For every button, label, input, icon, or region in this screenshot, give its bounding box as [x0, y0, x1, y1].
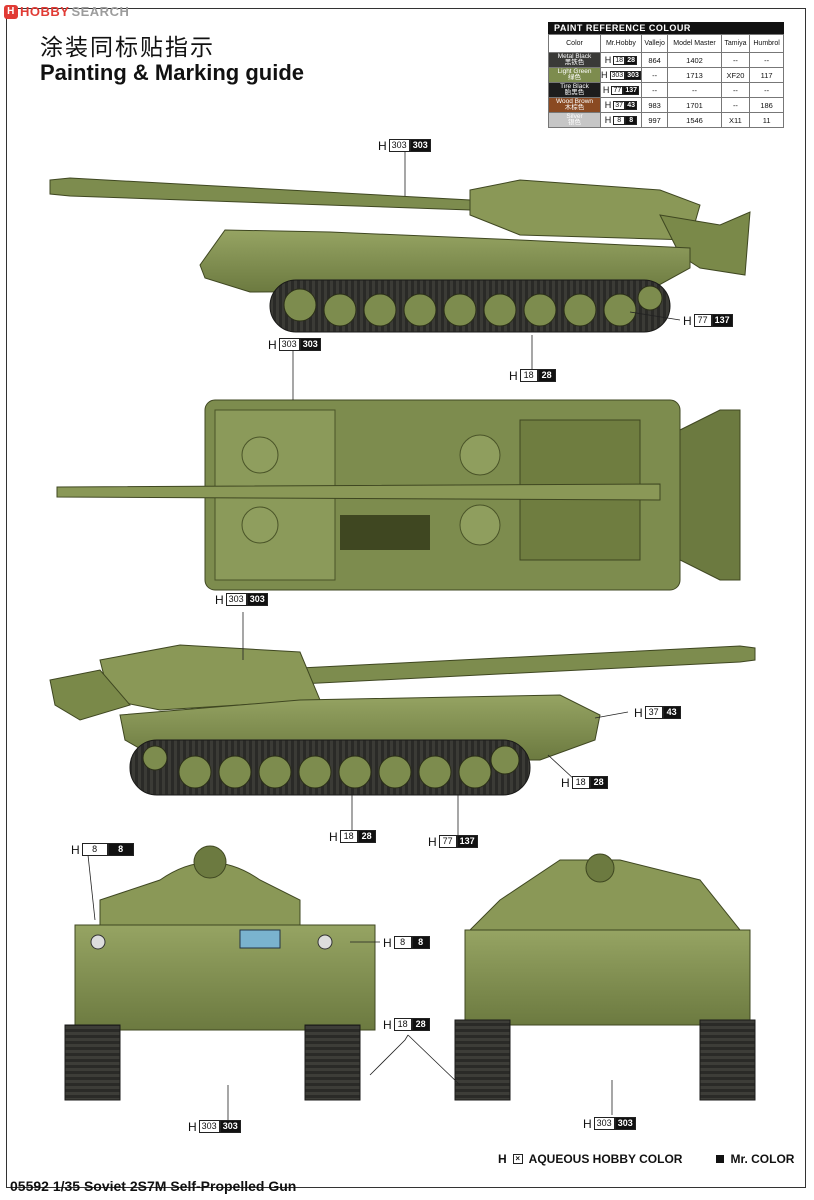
- model-master-code: 1546: [667, 112, 722, 128]
- spade-right: [49, 669, 131, 721]
- top-view: [56, 348, 741, 591]
- color-name-cn: 胎黑色: [564, 89, 585, 96]
- road-wheels-right: [142, 745, 520, 789]
- model-master-code: 1713: [667, 67, 722, 83]
- product-title: 05592 1/35 Soviet 2S7M Self-Propelled Gu…: [10, 1178, 297, 1194]
- rear-track-right: [699, 1019, 756, 1101]
- front-track-right: [304, 1024, 361, 1101]
- front-view: [64, 845, 380, 1120]
- logo-search: SEARCH: [71, 4, 130, 19]
- legend-h: H: [498, 1152, 507, 1166]
- page-title-en: Painting & Marking guide: [40, 60, 305, 85]
- barrel-right: [299, 645, 756, 685]
- hobbysearch-logo: H HOBBY SEARCH: [4, 4, 129, 19]
- legend-mr-label: Mr. COLOR: [730, 1152, 795, 1166]
- color-legend: H × AQUEOUS HOBBY COLOR Mr. COLOR: [498, 1152, 794, 1166]
- gun-cradle-right: [99, 644, 321, 711]
- gun-cradle: [469, 179, 701, 241]
- color-name-cn: 银色: [568, 119, 581, 126]
- color-name-en: Tire Black: [560, 82, 589, 90]
- color-name-cn: 木棕色: [564, 104, 585, 111]
- color-name-cn: 绿色: [568, 74, 581, 81]
- spade-top: [679, 409, 741, 581]
- humbrol-code: 11: [749, 112, 784, 128]
- logo-brand: HOBBY: [20, 4, 70, 19]
- color-name-en: Wood Brown: [555, 97, 594, 105]
- logo-badge: H: [4, 4, 18, 19]
- paint-reference-table: PAINT REFERENCE COLOUR Color Mr.Hobby Va…: [548, 22, 784, 128]
- side-view-right: [49, 612, 756, 835]
- hull: [199, 229, 691, 293]
- vallejo-code: 983: [640, 97, 669, 113]
- color-name-cn: 黑铁色: [564, 59, 585, 66]
- barrel: [49, 177, 471, 211]
- front-track-left: [64, 1024, 121, 1101]
- color-name-en: Silver: [566, 112, 583, 120]
- page-title-cn: 涂装同标贴指示: [40, 35, 215, 61]
- rear-track-left: [454, 1019, 511, 1101]
- paint-table-header-row: Color Mr.Hobby Vallejo Model Master Tami…: [548, 34, 784, 53]
- road-wheels: [283, 285, 663, 327]
- rear-view: [369, 853, 756, 1115]
- legend-aqueous-label: AQUEOUS HOBBY COLOR: [528, 1152, 683, 1166]
- vallejo-code: --: [640, 67, 669, 83]
- legend-mr-icon: [716, 1155, 725, 1163]
- color-name-en: Light Green: [557, 67, 592, 75]
- page-frame: [6, 8, 806, 1188]
- barrel-top: [56, 483, 661, 501]
- legend-aqueous-icon: ×: [512, 1154, 523, 1164]
- color-name-en: Metal Black: [557, 52, 592, 60]
- side-view-left: [49, 150, 751, 370]
- paint-table-title: PAINT REFERENCE COLOUR: [548, 22, 784, 34]
- vallejo-code: 997: [640, 112, 669, 128]
